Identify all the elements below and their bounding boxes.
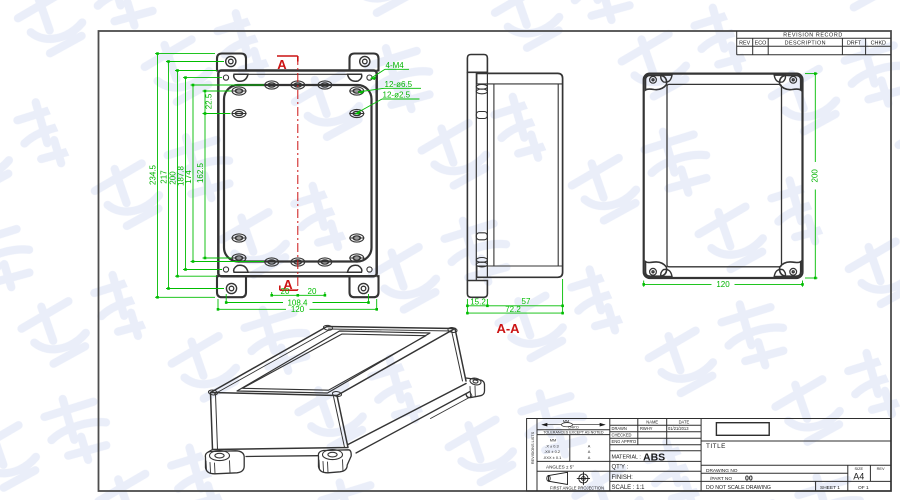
svg-text:RWHY: RWHY [640, 426, 653, 431]
svg-text:QT'Y :: QT'Y : [612, 465, 629, 471]
svg-text:FINISH:: FINISH: [612, 475, 634, 481]
svg-text:A: A [277, 57, 287, 72]
svg-text:MM: MM [550, 438, 556, 443]
svg-text:12-ø6.5: 12-ø6.5 [385, 80, 413, 89]
svg-text:DRFT: DRFT [847, 40, 862, 46]
svg-text:200: 200 [811, 169, 820, 183]
svg-text:NAME: NAME [646, 420, 658, 425]
svg-text:217: 217 [160, 170, 169, 184]
svg-text:/PART NO: /PART NO [710, 476, 732, 482]
svg-text:.X ± 0.3: .X ± 0.3 [545, 444, 558, 449]
svg-text:57: 57 [522, 297, 531, 306]
svg-text:108.4: 108.4 [287, 298, 308, 307]
svg-text:15.2: 15.2 [470, 298, 486, 307]
svg-text:OF 1: OF 1 [858, 485, 869, 491]
svg-text:CHK'D: CHK'D [568, 425, 579, 429]
svg-text:DO NOT SCALE DRAWING: DO NOT SCALE DRAWING [706, 485, 771, 491]
svg-text:234.5: 234.5 [149, 164, 158, 185]
svg-text:DRAWN: DRAWN [612, 426, 627, 431]
svg-text:REVISION RECORD: REVISION RECORD [783, 33, 843, 39]
svg-text:01/21/2013: 01/21/2013 [668, 426, 689, 431]
svg-text:ENG APPR'D: ENG APPR'D [612, 439, 637, 444]
svg-text:A-A: A-A [496, 321, 520, 336]
svg-text:CHKD: CHKD [871, 40, 886, 46]
svg-text:20: 20 [308, 287, 317, 296]
svg-text:A: A [588, 449, 591, 454]
svg-text:SHEET 1: SHEET 1 [820, 485, 840, 491]
svg-text:REV: REV [739, 40, 750, 46]
svg-text:TITLE: TITLE [706, 443, 726, 450]
svg-text:CHECKED: CHECKED [612, 433, 632, 438]
svg-text:SIZE: SIZE [854, 466, 863, 471]
svg-text:120: 120 [716, 280, 730, 289]
svg-text:00: 00 [745, 475, 753, 482]
svg-text:DATE: DATE [679, 420, 690, 425]
svg-text:FIRST ANGLE PROJECTION: FIRST ANGLE PROJECTION [550, 485, 604, 490]
svg-text:174: 174 [184, 170, 193, 184]
svg-text:DESCRIPTION: DESCRIPTION [785, 40, 826, 46]
svg-text:TOLERANCES EXCEPT AS NOTED: TOLERANCES EXCEPT AS NOTED [543, 431, 604, 435]
svg-text:4-M4: 4-M4 [386, 61, 405, 70]
svg-text:.XXX ± 0.1: .XXX ± 0.1 [543, 455, 562, 460]
svg-text:A4: A4 [853, 472, 864, 482]
svg-text:.XX ± 0.2: .XX ± 0.2 [544, 449, 560, 454]
svg-text:MATERIAL :: MATERIAL : [612, 454, 641, 460]
svg-text:162.5: 162.5 [196, 162, 205, 183]
svg-text:ECO: ECO [755, 40, 767, 46]
svg-text:ABS: ABS [643, 451, 665, 463]
svg-text:120: 120 [291, 305, 305, 314]
svg-text:20: 20 [281, 287, 290, 296]
svg-text:SCALE : 1:1: SCALE : 1:1 [612, 485, 646, 491]
svg-text:A: A [283, 277, 293, 292]
svg-text:187.8: 187.8 [177, 165, 186, 186]
svg-text:ANGLES ± 5°: ANGLES ± 5° [546, 465, 574, 470]
svg-text:REV: REV [877, 466, 885, 471]
svg-text:200: 200 [169, 171, 178, 185]
svg-text:A: A [588, 444, 591, 449]
svg-text:MM: MM [563, 418, 569, 423]
svg-text:A: A [588, 455, 591, 460]
svg-text:22.5: 22.5 [205, 93, 214, 109]
svg-text:REVISIONS LISTS: REVISIONS LISTS [531, 431, 535, 464]
svg-text:72.2: 72.2 [505, 305, 521, 314]
svg-text:12-ø2.5: 12-ø2.5 [383, 91, 411, 100]
svg-text:DRAWING NO: DRAWING NO [706, 468, 738, 474]
